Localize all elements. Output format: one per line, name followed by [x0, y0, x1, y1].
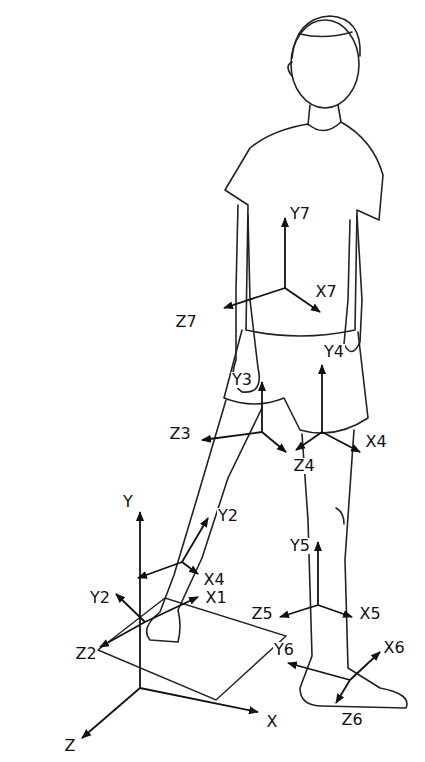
ear	[288, 62, 292, 76]
axis-label: Z	[64, 738, 77, 754]
axis-label: X1	[204, 590, 227, 606]
axis-label: Z5	[250, 606, 273, 622]
axis-arrow	[262, 432, 286, 452]
coordinate-frames	[82, 218, 380, 738]
hair	[292, 16, 360, 58]
axis-label: Y2	[89, 590, 111, 606]
axis-arrow	[288, 663, 350, 680]
axis-label: X4	[202, 572, 225, 588]
axis-arrow	[261, 382, 263, 432]
axis-label: Y6	[273, 642, 295, 658]
ground-plate	[98, 598, 286, 700]
axis-label: Y4	[323, 344, 345, 360]
axis-arrow	[336, 680, 350, 703]
back-leg	[147, 400, 262, 642]
shorts	[224, 330, 368, 433]
right-arm	[344, 215, 362, 352]
platform	[98, 598, 286, 700]
axis-arrow	[318, 605, 352, 617]
axis-label: X6	[382, 640, 405, 656]
axis-arrow	[350, 652, 380, 680]
axis-label: Z2	[74, 646, 97, 662]
axis-label: Z4	[292, 458, 315, 474]
axis-arrow	[182, 562, 198, 574]
axis-arrow	[284, 218, 286, 288]
axis-arrow	[82, 688, 140, 738]
axis-label: Z7	[174, 314, 197, 330]
axis-arrow	[280, 605, 318, 617]
axis-label: Z6	[340, 712, 363, 728]
axis-arrow	[296, 432, 322, 450]
axis-arrow	[317, 542, 319, 605]
axis-arrow	[182, 518, 208, 562]
axis-label: Y7	[289, 206, 311, 222]
axis-label: X	[266, 714, 279, 730]
axis-label: Y2	[217, 508, 239, 524]
axis-label: Z3	[168, 426, 191, 442]
axis-arrow	[202, 432, 262, 440]
axis-label: X4	[364, 434, 387, 450]
axis-arrow	[139, 512, 141, 688]
axis-arrow	[321, 365, 323, 432]
axis-arrow	[116, 594, 145, 622]
neck	[308, 105, 341, 125]
axis-arrow	[100, 622, 145, 647]
axis-label: Y	[122, 494, 134, 510]
knee-patch	[336, 508, 344, 524]
axis-arrow	[140, 688, 258, 712]
axis-label: X7	[314, 284, 337, 300]
axis-arrow	[138, 562, 182, 578]
collar	[308, 122, 341, 131]
axis-arrow	[322, 432, 360, 452]
axis-label: Y3	[231, 372, 253, 388]
front-leg	[300, 430, 407, 708]
axis-arrow	[224, 288, 285, 308]
axis-label: X5	[358, 606, 381, 622]
axis-label: Y5	[289, 538, 311, 554]
axis-arrow	[145, 597, 198, 622]
